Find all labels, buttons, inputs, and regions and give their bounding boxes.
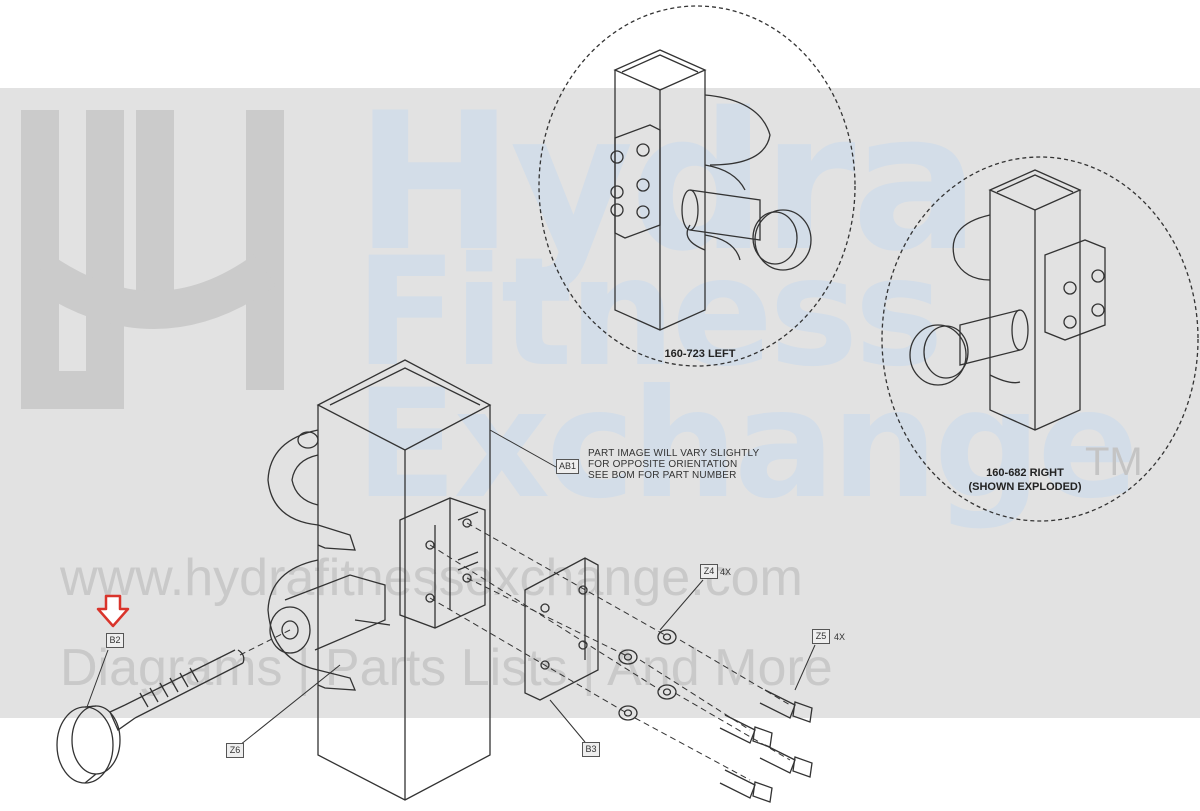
detail-right-pin [909, 309, 1029, 386]
detail-left-plate [610, 124, 661, 239]
main-tube [316, 359, 492, 801]
detail-left-pin [681, 189, 812, 271]
watermark-word-exchange: Exchange [355, 358, 1139, 532]
callout-ab1: AB1 [556, 459, 580, 474]
main-pin-housing [269, 574, 386, 654]
leader-lines [86, 429, 816, 746]
detail-right-plate [1044, 239, 1106, 341]
assembly-lines [239, 522, 791, 781]
watermark-tagline: Diagrams | Parts Lists | And More [60, 639, 833, 697]
spring-pin [109, 649, 245, 731]
main-hook-upper [267, 429, 356, 551]
callout-z6: Z6 [226, 743, 244, 758]
main-hook-lower [267, 559, 391, 691]
detail-right-label-line1: 160-682 RIGHT [986, 467, 1064, 479]
detail-circle-right [881, 156, 1199, 522]
callout-b3: B3 [582, 742, 600, 757]
detail-left-label: 160-723 LEFT [664, 348, 736, 360]
callout-z4-qty: 4X [720, 567, 732, 577]
orientation-note-line2: FOR OPPOSITE ORIENTATION [588, 459, 738, 470]
callout-z4: Z4 [700, 564, 718, 579]
detail-left-hook [686, 94, 771, 261]
watermark-word-fitness: Fitness [355, 226, 944, 400]
washers [618, 629, 677, 721]
callout-z5: Z5 [812, 629, 830, 644]
detail-circle-left [538, 5, 856, 367]
detail-right-label-line2: (SHOWN EXPLODED) [968, 481, 1082, 493]
orientation-note-line3: SEE BOM FOR PART NUMBER [588, 470, 737, 481]
watermark-trademark: TM [1085, 440, 1143, 484]
watermark-url: www.hydrafitnessexchange.com [60, 549, 803, 607]
watermark-word-hydra: Hydra [355, 72, 980, 293]
detail-right-tube [988, 169, 1082, 431]
orientation-note-line1: PART IMAGE WILL VARY SLIGHTLY [588, 448, 760, 459]
watermark-logo [21, 110, 284, 409]
backing-plate [524, 557, 599, 701]
callout-z5-qty: 4X [834, 632, 846, 642]
pull-knob [56, 705, 121, 784]
callout-b2: B2 [106, 633, 124, 648]
watermark-band [0, 88, 1200, 718]
bolts [719, 689, 813, 803]
highlight-arrow-icon [96, 594, 130, 628]
main-hinge-block [399, 497, 486, 629]
detail-right-hook [952, 214, 1021, 384]
